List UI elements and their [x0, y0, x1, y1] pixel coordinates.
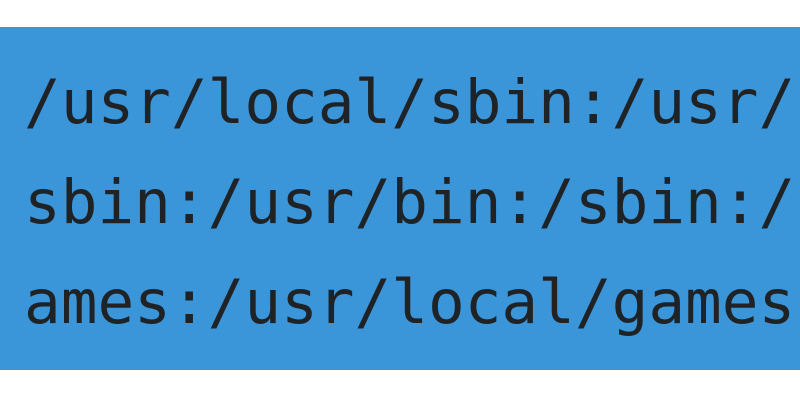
text-line: sbin:/usr/bin:/sbin:/ — [24, 167, 796, 238]
text-line: ames:/usr/local/games — [24, 267, 796, 338]
text-line: /usr/local/sbin:/usr/ — [24, 67, 796, 138]
highlighted-text-block: /usr/local/sbin:/usr/ sbin:/usr/bin:/sbi… — [0, 27, 800, 370]
